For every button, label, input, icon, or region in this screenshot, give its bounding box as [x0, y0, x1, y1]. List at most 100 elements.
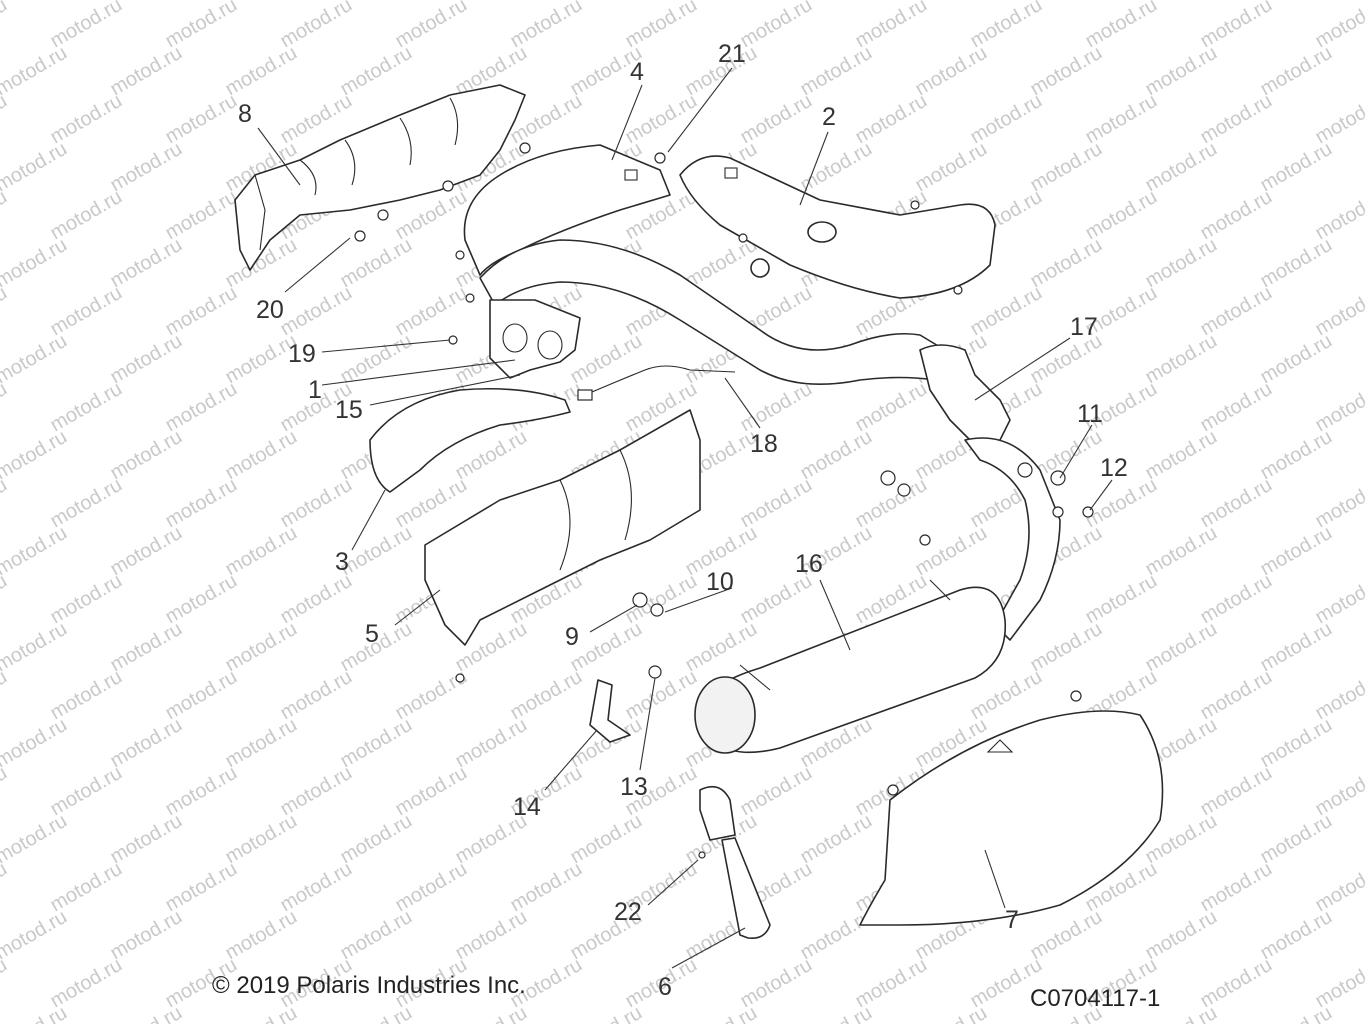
callout-1: 1 — [308, 376, 322, 404]
watermark-text: motod.ru — [912, 42, 991, 101]
callout-14: 14 — [513, 793, 541, 821]
flex-coupling-17 — [919, 344, 1011, 446]
watermark-text: motod.ru — [0, 0, 71, 4]
watermark-text: motod.ru — [337, 906, 416, 965]
watermark-text: motod.ru — [1142, 42, 1221, 101]
watermark-text: motod.ru — [682, 618, 761, 677]
watermark-text: motod.ru — [107, 810, 186, 869]
watermark-text: motod.ru — [0, 810, 71, 869]
gasket-1 — [489, 299, 581, 379]
watermark-text: motod.ru — [797, 426, 876, 485]
callout-8: 8 — [238, 100, 252, 128]
heat-shield-2 — [679, 155, 996, 299]
watermark-text: motod.ru — [567, 1002, 646, 1024]
callout-16: 16 — [795, 550, 823, 578]
callout-7: 7 — [1005, 906, 1019, 934]
watermark-text: motod.ru — [337, 810, 416, 869]
watermark-text: motod.ru — [107, 426, 186, 485]
watermark-text: motod.ru — [222, 618, 301, 677]
watermark-text: motod.ru — [912, 1002, 991, 1024]
callout-21: 21 — [718, 40, 746, 68]
watermark-text: motod.ru — [222, 810, 301, 869]
watermark-text: motod.ru — [1142, 522, 1221, 581]
diagram-id: C0704117-1 — [1030, 985, 1161, 1012]
watermark-text: motod.ru — [567, 810, 646, 869]
watermark-text: motod.ru — [222, 906, 301, 965]
callout-4: 4 — [630, 58, 644, 86]
watermark-text: motod.ru — [0, 330, 71, 389]
callout-19: 19 — [288, 340, 316, 368]
watermark-text: motod.ru — [107, 522, 186, 581]
watermark-text: motod.ru — [0, 0, 11, 52]
watermark-text: motod.ru — [452, 1002, 531, 1024]
watermark-text: motod.ru — [567, 330, 646, 389]
watermark-text: motod.ru — [107, 714, 186, 773]
watermark-text: motod.ru — [912, 522, 991, 581]
watermark-text: motod.ru — [797, 42, 876, 101]
watermark-text: motod.ru — [107, 1002, 186, 1024]
watermark-text: motod.ru — [0, 234, 71, 293]
watermark-text: motod.ru — [682, 1002, 761, 1024]
callout-9: 9 — [565, 623, 579, 651]
watermark-text: motod.ru — [1312, 858, 1365, 917]
callout-20: 20 — [256, 296, 284, 324]
watermark-text: motod.ru — [222, 1002, 301, 1024]
bracket-14 — [589, 679, 631, 743]
watermark-text: motod.ru — [1142, 330, 1221, 389]
watermark-text: motod.ru — [222, 42, 301, 101]
callout-22: 22 — [614, 898, 642, 926]
watermark-text: motod.ru — [0, 714, 71, 773]
watermark-text: motod.ru — [337, 1002, 416, 1024]
watermark-text: motod.ru — [1142, 618, 1221, 677]
watermark-text: motod.ru — [1142, 138, 1221, 197]
callout-13: 13 — [620, 773, 648, 801]
callout-11: 11 — [1077, 400, 1103, 428]
watermark-text: motod.ru — [452, 714, 531, 773]
watermark-text: motod.ru — [797, 1002, 876, 1024]
heat-shield-8 — [234, 84, 526, 271]
watermark-text: motod.ru — [1257, 42, 1336, 101]
watermark-text: motod.ru — [1312, 186, 1365, 245]
callout-12: 12 — [1100, 454, 1128, 482]
watermark-text: motod.ru — [1312, 666, 1365, 725]
watermark-text: motod.ru — [1027, 234, 1106, 293]
watermark-text: motod.ru — [797, 138, 876, 197]
callout-17: 17 — [1070, 313, 1098, 341]
heat-shield-7 — [859, 710, 1164, 926]
callout-numbers: 1 2 3 4 5 6 7 8 9 10 11 12 13 14 15 16 1… — [238, 40, 1128, 1001]
watermark-text: motod.ru — [1257, 522, 1336, 581]
watermark-text: motod.ru — [912, 138, 991, 197]
watermark-text: motod.ru — [0, 618, 71, 677]
parts-layer — [234, 84, 1164, 940]
watermark-text: motod.ru — [1257, 234, 1336, 293]
watermark-text: motod.ru — [222, 714, 301, 773]
watermark-text: motod.ru — [1257, 1002, 1336, 1024]
callout-3: 3 — [335, 548, 349, 576]
watermark-text: motod.ru — [107, 42, 186, 101]
callout-15: 15 — [335, 396, 363, 424]
tailpipe-6 — [699, 785, 736, 841]
watermark-text: motod.ru — [1312, 954, 1365, 1013]
watermark-text: motod.ru — [1312, 762, 1365, 821]
watermark-text: motod.ru — [797, 810, 876, 869]
watermark-text: motod.ru — [1027, 42, 1106, 101]
watermark-text: motod.ru — [1257, 138, 1336, 197]
copyright-notice: © 2019 Polaris Industries Inc. — [212, 972, 526, 999]
watermark-text: motod.ru — [107, 138, 186, 197]
watermark-text: motod.ru — [1257, 714, 1336, 773]
watermark-text: motod.ru — [1142, 234, 1221, 293]
watermark-text: motod.ru — [1257, 906, 1336, 965]
heat-shield-5 — [424, 409, 701, 646]
watermark-text: motod.ru — [222, 522, 301, 581]
watermark-text: motod.ru — [337, 330, 416, 389]
watermark-text: motod.ru — [797, 906, 876, 965]
watermark-text: motod.ru — [222, 426, 301, 485]
leader-lines — [257, 67, 1113, 969]
watermark-text: motod.ru — [0, 906, 71, 965]
callout-10: 10 — [706, 568, 734, 596]
watermark-text: motod.ru — [1257, 426, 1336, 485]
watermark-text: motod.ru — [1257, 618, 1336, 677]
watermark-text: motod.ru — [1312, 90, 1365, 149]
fasteners — [354, 142, 1094, 859]
